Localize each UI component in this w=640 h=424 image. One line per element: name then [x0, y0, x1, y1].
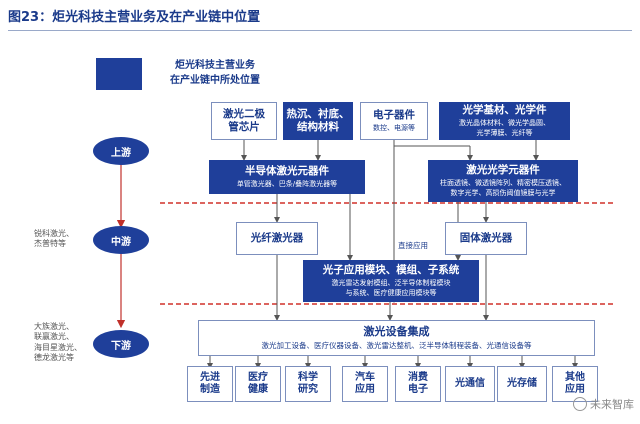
box-laser-diode-chip: 激光二极 管芯片: [211, 102, 277, 140]
app-other: 其他 应用: [552, 366, 598, 402]
legend-swatch: [96, 58, 142, 90]
app-automotive: 汽车 应用: [342, 366, 388, 402]
legend-line-1: 炬光科技主营业务: [175, 60, 255, 71]
box-fiber-laser: 光纤激光器: [236, 222, 318, 255]
watermark-text: 未来智库: [590, 398, 634, 411]
box-laser-optical-components: 激光光学元器件 柱面透镜、微透镜阵列、精密模压透镜、 数字光学、高损伤阈值镜膜与…: [428, 160, 578, 202]
watermark-logo-icon: [573, 397, 587, 411]
box-heat-sink-substrate: 热沉、衬底、 结构材料: [283, 102, 353, 140]
box-semiconductor-laser-components: 半导体激光元器件 单管激光器、巴条/叠阵激光器等: [209, 160, 365, 194]
legend-line-2: 在产业链中所处位置: [170, 75, 260, 86]
side-label-midstream: 锐科激光、 杰普特等: [34, 229, 74, 249]
side-label-downstream: 大族激光、 联赢激光、 海目星激光、 德龙激光等: [34, 322, 82, 363]
app-consumer-electronics: 消费 电子: [395, 366, 441, 402]
legend-text: 炬光科技主营业务 在产业链中所处位置: [150, 58, 280, 88]
box-photon-application-modules: 光子应用模块、模组、子系统 激光雷达发射模组、泛半导体制程模块 与系统、医疗健康…: [303, 260, 479, 302]
stage-upstream: 上游: [93, 137, 149, 165]
watermark: 未来智库: [573, 396, 634, 412]
app-optical-communication: 光通信: [445, 366, 495, 402]
app-optical-storage: 光存储: [497, 366, 547, 402]
app-scientific-research: 科学 研究: [285, 366, 331, 402]
box-electronic-devices: 电子器件 数控、电源等: [360, 102, 428, 140]
title-divider: [8, 30, 632, 31]
page-title: 图23：炬光科技主营业务及在产业链中位置: [8, 10, 261, 25]
box-solid-state-laser: 固体激光器: [445, 222, 527, 255]
stage-downstream: 下游: [93, 330, 149, 358]
app-advanced-manufacturing: 先进 制造: [187, 366, 233, 402]
box-optical-materials: 光学基材、光学件 激光晶体材料、微光学晶圆、 光学薄膜、光纤等: [439, 102, 570, 140]
box-laser-equipment-integration: 激光设备集成 激光加工设备、医疗仪器设备、激光雷达整机、泛半导体制程装备、光通信…: [198, 320, 595, 356]
direct-application-label: 直接应用: [398, 241, 428, 250]
app-medical-health: 医疗 健康: [235, 366, 281, 402]
stage-midstream: 中游: [93, 226, 149, 254]
